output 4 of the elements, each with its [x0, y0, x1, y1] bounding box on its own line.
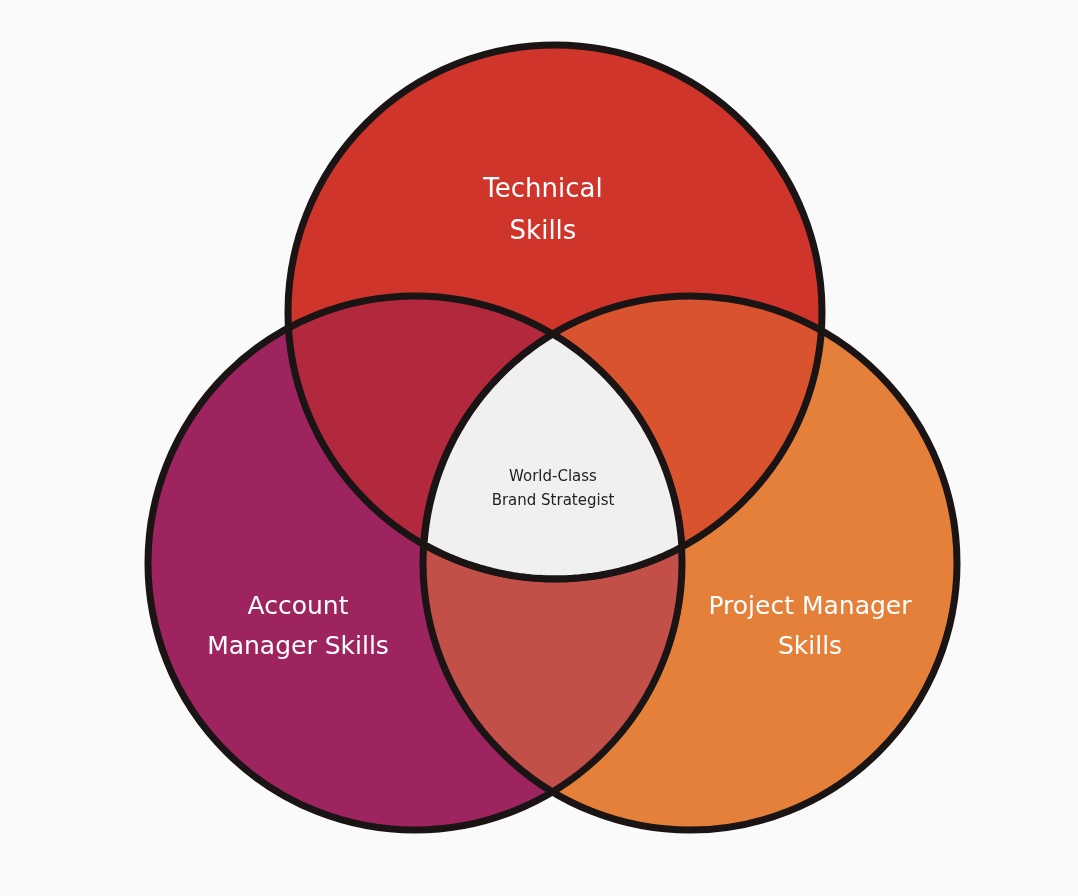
venn-label: Account Manager Skills — [206, 590, 390, 662]
venn-label: World-Class Brand Strategist — [490, 466, 616, 511]
venn-label: Technical Skills — [482, 172, 604, 247]
venn-label: Project Manager Skills — [707, 590, 913, 662]
